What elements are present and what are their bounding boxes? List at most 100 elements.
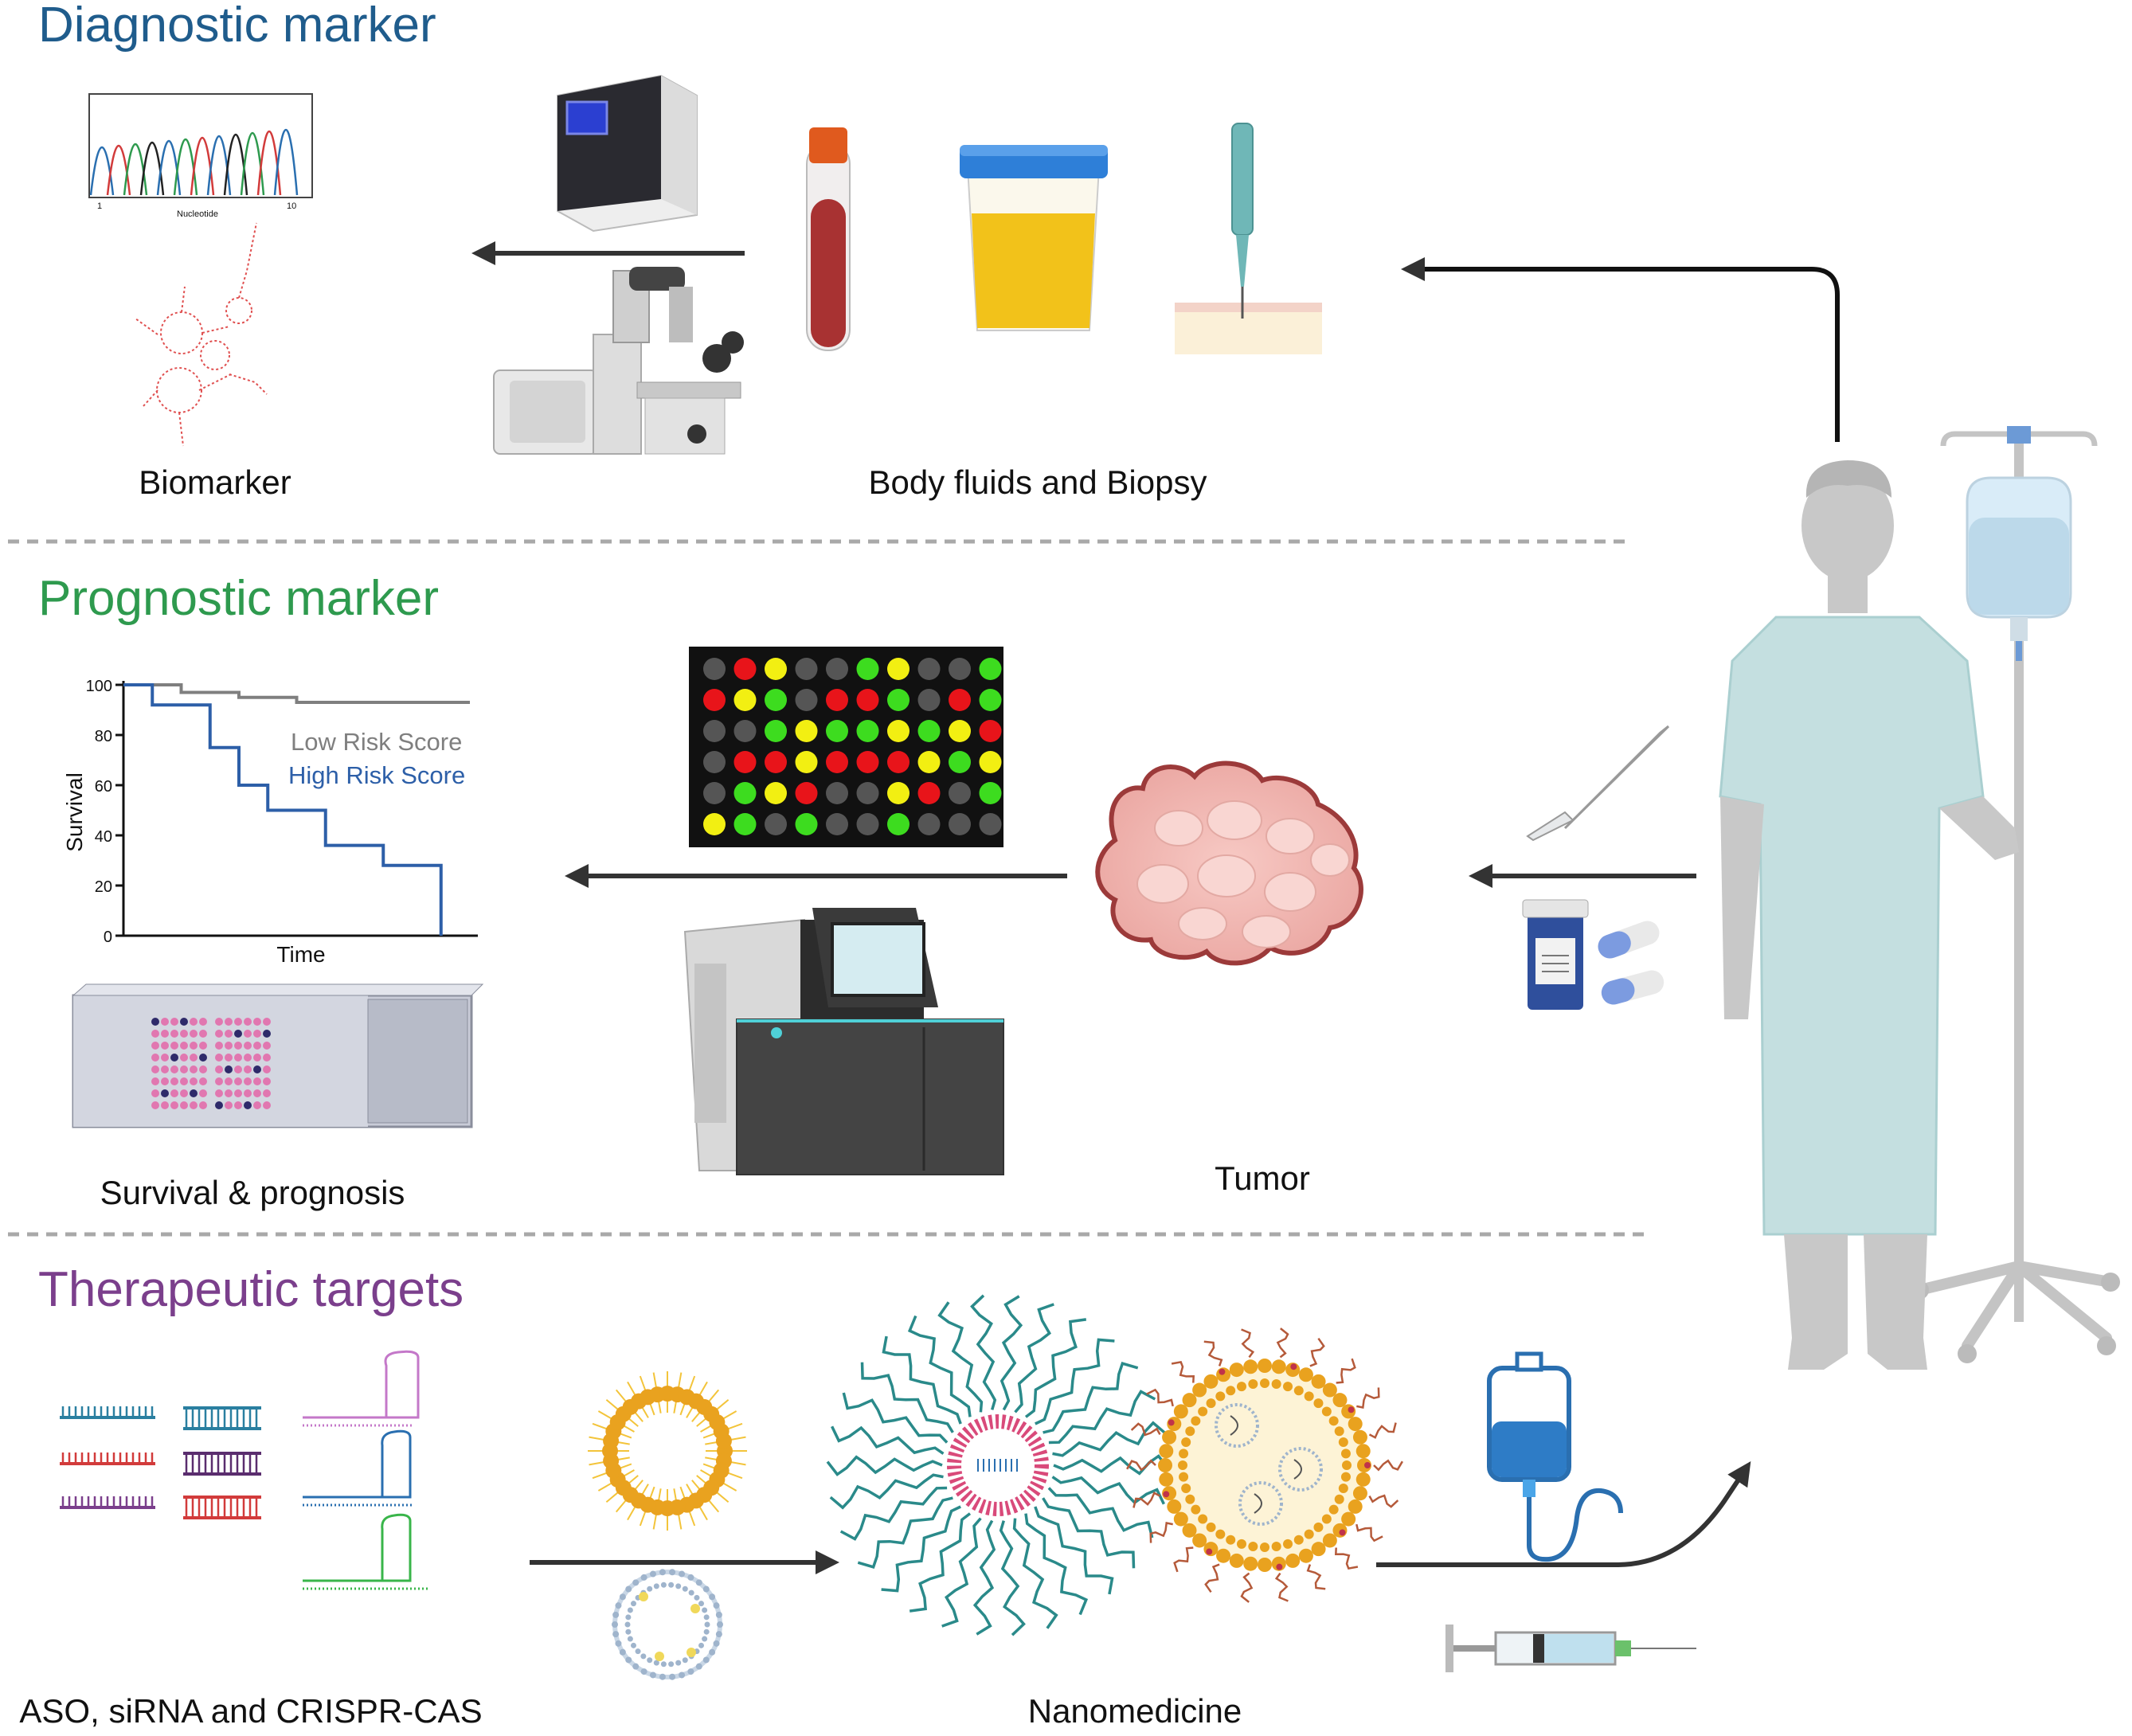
lnp-lipid [1179, 1472, 1189, 1482]
lnp-lipid [1229, 1553, 1244, 1568]
vesicle-head [619, 1593, 626, 1601]
slide-spot [263, 1077, 271, 1085]
km-y-tick-label: 0 [104, 929, 112, 946]
slide-spot [190, 1101, 198, 1109]
slide-spot [244, 1089, 252, 1097]
microarray-spot [856, 782, 879, 804]
slide-spot [215, 1065, 223, 1073]
slide-spot [190, 1065, 198, 1073]
km-y-tick-label: 100 [86, 678, 112, 695]
lnp-lipid [1215, 1391, 1226, 1402]
lipid-tail [649, 1486, 655, 1499]
lnp-lipid [1328, 1416, 1339, 1426]
km-y-tick-label: 80 [95, 728, 112, 745]
vesicle-head [682, 1585, 688, 1592]
slide-spot [161, 1018, 169, 1026]
lnp-lipid [1271, 1359, 1286, 1374]
lnp-lipid [1248, 1379, 1258, 1390]
vesicle-head [625, 1585, 632, 1593]
lipid-tail [679, 1402, 686, 1416]
microarray-spot [826, 658, 848, 680]
lipid-tail [605, 1491, 620, 1503]
vesicle-head [625, 1614, 632, 1621]
slide-spot [170, 1042, 178, 1050]
patient-figure [1719, 460, 2019, 1370]
lipid-tail [627, 1381, 636, 1397]
vesicle-head [682, 1657, 688, 1664]
slide-spot [180, 1054, 188, 1062]
prognostic-marker-title: Prognostic marker [38, 571, 439, 626]
slide-spot [151, 1065, 159, 1073]
peg-chain [1306, 1564, 1326, 1590]
vesicle-head [688, 1589, 694, 1596]
slide-spot [170, 1089, 178, 1097]
lnp-lipid [1185, 1494, 1195, 1504]
slide-spot [180, 1042, 188, 1050]
microarray-spot [887, 751, 910, 773]
microarray-spot [917, 720, 941, 742]
vesicle-head [640, 1574, 647, 1581]
slide-spot [244, 1065, 252, 1073]
lipid-tail [615, 1389, 628, 1403]
slide-spot [161, 1042, 169, 1050]
gene-expression-microarray-icon [689, 647, 1003, 847]
lnp-lipid [1334, 1426, 1344, 1437]
slide-spot [234, 1065, 242, 1073]
lnp-lipid [1226, 1535, 1236, 1545]
vesicle-head [698, 1642, 705, 1648]
rna-structure-icon [135, 222, 268, 447]
peg-chain [1355, 1523, 1383, 1542]
polymer-chain [839, 1486, 948, 1541]
lnp-lipid [1258, 1558, 1272, 1572]
lipid-tail [627, 1505, 636, 1521]
slide-spot [244, 1054, 252, 1062]
slide-spot [253, 1077, 261, 1085]
slide-spot [263, 1089, 271, 1097]
body-fluids-biopsy-label: Body fluids and Biopsy [869, 463, 1207, 501]
lnp-lipid [1226, 1386, 1236, 1396]
microarray-spot [856, 751, 879, 773]
vesicle-head [698, 1601, 705, 1607]
sequencing-machine-icon [683, 908, 1004, 1175]
lnp-lipid [1352, 1486, 1367, 1501]
lnp-lipid [1322, 1382, 1337, 1398]
slide-spot [199, 1077, 207, 1085]
km-x-label: Time [276, 942, 325, 967]
vesicle-head [630, 1642, 636, 1648]
lipid-tail [677, 1372, 683, 1389]
lnp-lipid [1304, 1391, 1314, 1402]
slide-spot [215, 1042, 223, 1050]
lipid-tail [589, 1436, 605, 1441]
lnp-lipid [1328, 1504, 1339, 1515]
vesicle-head [717, 1621, 723, 1628]
vesicle-head [709, 1648, 716, 1656]
vesicle-head [713, 1602, 720, 1609]
lnp-lipid [1179, 1449, 1189, 1459]
lipid-tail [616, 1441, 630, 1445]
slide-spot [263, 1054, 271, 1062]
lnp-lipid [1215, 1529, 1226, 1539]
slide-spot [190, 1089, 198, 1097]
lipid-tail [592, 1472, 608, 1480]
qpcr-machine-icon [557, 74, 698, 233]
nanoparticle-core [947, 1414, 1049, 1516]
lipid-tail [705, 1441, 718, 1445]
lipid-tail [726, 1472, 743, 1480]
polymer-chain [907, 1315, 972, 1417]
medication-icon [1522, 899, 1665, 1010]
polymer-nanoparticle-icon [826, 1294, 1170, 1636]
slide-spot [151, 1101, 159, 1109]
vesicle-head [702, 1636, 708, 1642]
lnp-lipid [1243, 1359, 1258, 1374]
microarray-spot [765, 720, 787, 742]
lnp-lipid [1162, 1429, 1177, 1445]
chromatogram-x-label: Nucleotide [177, 209, 218, 219]
vesicle-head [615, 1602, 622, 1609]
slide-spot [170, 1077, 178, 1085]
slide-spot [225, 1089, 233, 1097]
microarray-spot [765, 689, 787, 711]
slide-spot [170, 1030, 178, 1038]
slide-spot [244, 1042, 252, 1050]
peg-chain [1368, 1422, 1397, 1439]
lipid-tail [700, 1425, 712, 1433]
